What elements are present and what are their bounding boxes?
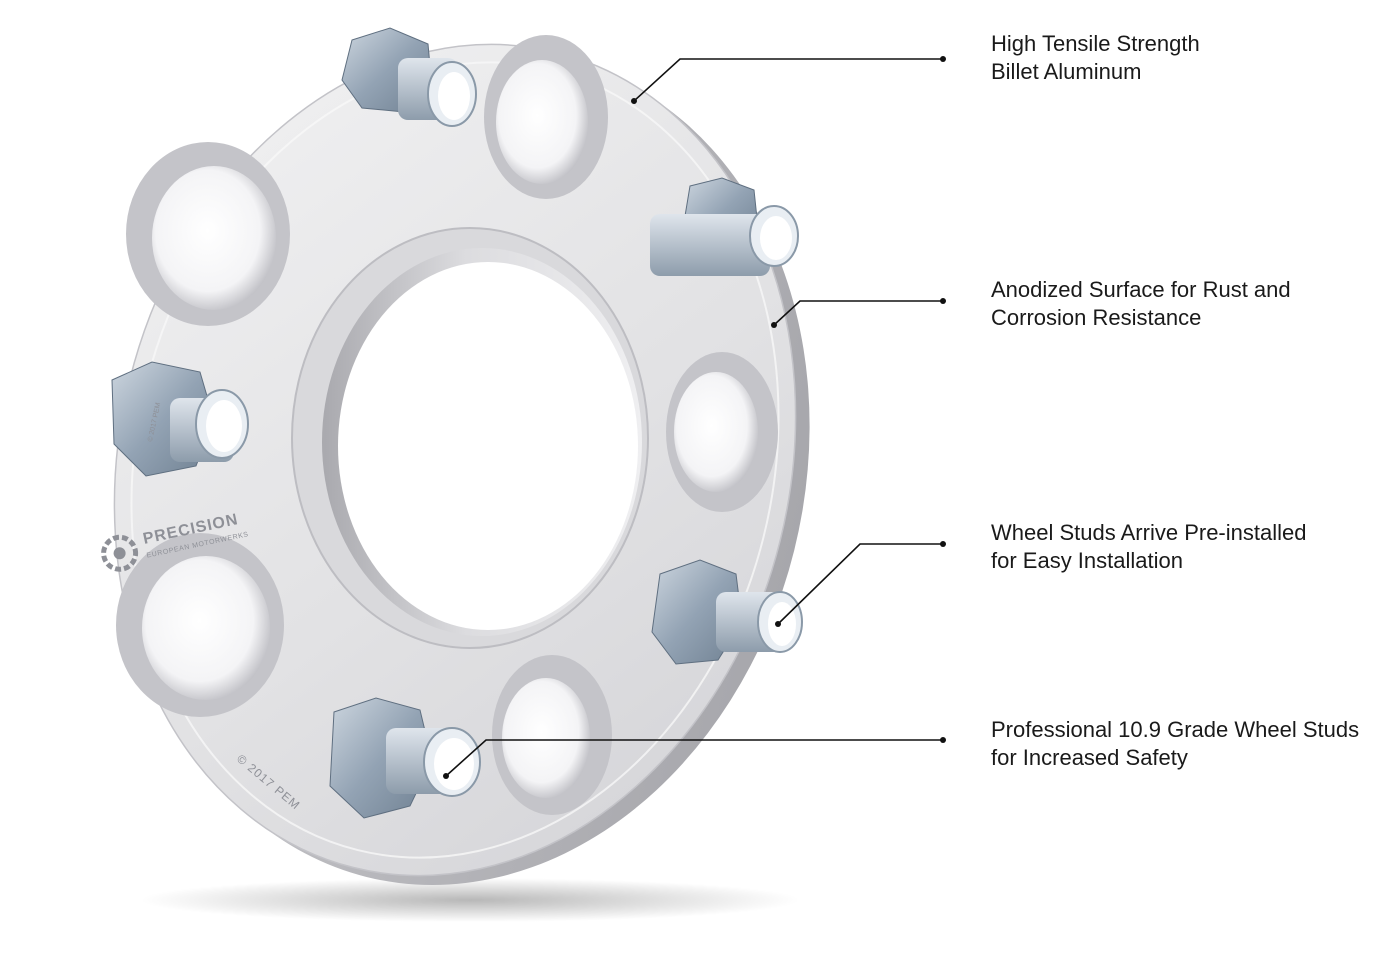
callout-preinstalled-studs: Wheel Studs Arrive Pre-installed for Eas… [991,519,1306,575]
wheel-stud [111,361,249,477]
leader-dot [940,737,946,743]
callout-line: for Easy Installation [991,548,1183,573]
floor-shadow [140,878,800,922]
leader-dot [443,773,449,779]
center-bore [291,227,649,649]
callout-line: Professional 10.9 Grade Wheel Studs [991,717,1360,742]
wheel-stud [650,177,799,276]
bolt-hole [126,142,290,326]
leader-dot [940,56,946,62]
leader-dot [771,322,777,328]
leader-dot [940,541,946,547]
callout-line: Anodized Surface for Rust and [991,277,1291,302]
callout-grade-studs: Professional 10.9 Grade Wheel Studs for … [991,716,1359,772]
callout-tensile-strength: High Tensile Strength Billet Aluminum [991,30,1200,86]
leader-line [445,739,943,777]
callout-line: Wheel Studs Arrive Pre-installed [991,520,1307,545]
leader-dot [775,621,781,627]
leader-line [773,300,943,326]
callout-anodized-surface: Anodized Surface for Rust and Corrosion … [991,276,1291,332]
callout-line: for Increased Safety [991,745,1188,770]
bolt-hole [484,35,608,199]
leader-dot [631,98,637,104]
bolt-hole [666,352,778,512]
bolt-hole [116,533,284,717]
bolt-hole [492,655,612,815]
callout-line: High Tensile Strength [991,31,1200,56]
wheel-stud [341,27,477,127]
leader-line [633,58,943,102]
leader-dot [940,298,946,304]
leader-line [777,543,943,625]
callout-line: Billet Aluminum [991,59,1142,84]
callout-line: Corrosion Resistance [991,305,1202,330]
